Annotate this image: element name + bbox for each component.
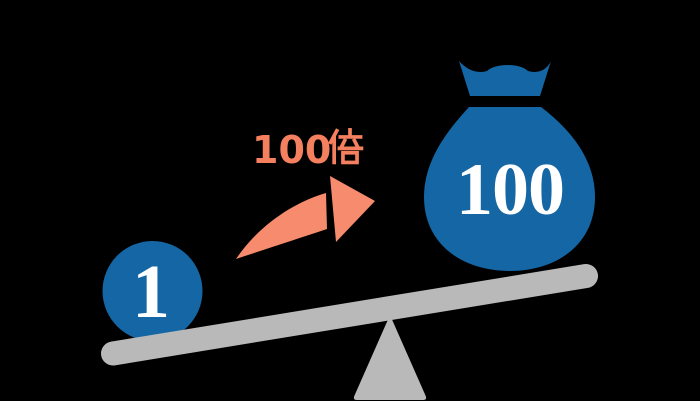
coin-value-label: 1: [132, 250, 170, 334]
money-bag-body-icon: [424, 107, 595, 271]
coin-circle-icon: [102, 241, 203, 341]
coin-weight: 1: [102, 241, 203, 341]
bai-kanji-glyph-icon: [328, 128, 364, 165]
growth-arrow-icon: [236, 176, 375, 259]
money-bag-top-icon: [459, 61, 551, 96]
money-bag: 100: [424, 61, 595, 271]
fulcrum-triangle-icon: [353, 315, 427, 400]
seesaw-plank: [101, 264, 598, 366]
bag-value-label: 100: [456, 149, 564, 231]
arrow-head: [330, 176, 375, 242]
arrow-body: [236, 193, 327, 259]
multiplier-number-text: 100: [252, 128, 331, 172]
multiplier-label: 100: [252, 128, 364, 172]
